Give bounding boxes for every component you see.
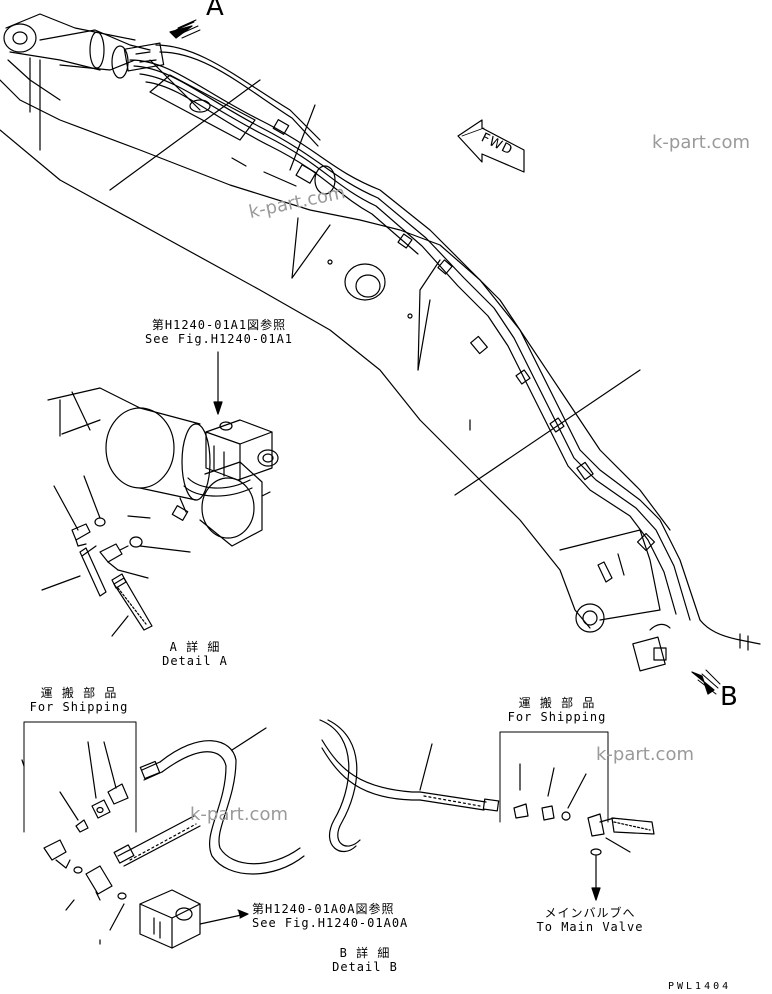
detail-a-drawing bbox=[41, 351, 279, 637]
fwd-arrow-icon bbox=[457, 119, 525, 173]
view-arrow-b bbox=[691, 669, 721, 695]
shipping-jp: 運 搬 部 品 bbox=[518, 696, 596, 710]
shipping-en: For Shipping bbox=[507, 710, 607, 724]
reference-jp: 第H1240-01A1図参照 bbox=[151, 318, 287, 332]
detail-caption-en: Detail A bbox=[162, 654, 228, 668]
detail-b-drawing bbox=[21, 719, 655, 949]
main-valve-label: メインバルブへ To Main Valve bbox=[530, 906, 650, 934]
reference-en: See Fig.H1240-01A1 bbox=[144, 332, 294, 346]
detail-a-fittings bbox=[71, 517, 153, 631]
detail-caption-jp: B 詳 細 bbox=[339, 946, 391, 960]
reference-en: See Fig.H1240-01A0A bbox=[252, 916, 409, 930]
view-letter-b: B bbox=[720, 682, 738, 712]
detail-caption-jp: A 詳 細 bbox=[169, 640, 221, 654]
drawing-code: PWL1404 bbox=[668, 981, 732, 992]
view-letter-a: A bbox=[206, 0, 224, 22]
shipping-en: For Shipping bbox=[29, 700, 129, 714]
main-valve-jp: メインバルブへ bbox=[544, 906, 636, 920]
shipping-label-left: 運 搬 部 品 For Shipping bbox=[22, 686, 136, 714]
shipping-label-right: 運 搬 部 品 For Shipping bbox=[500, 696, 614, 724]
detail-a-reference: 第H1240-01A1図参照 See Fig.H1240-01A1 bbox=[136, 318, 302, 346]
detail-caption-en: Detail B bbox=[332, 960, 398, 974]
detail-a-caption: A 詳 細 Detail A bbox=[150, 640, 240, 668]
watermark: k-part.com bbox=[596, 744, 694, 765]
view-arrow-a bbox=[169, 19, 201, 39]
detail-b-reference: 第H1240-01A0A図参照 See Fig.H1240-01A0A bbox=[252, 902, 408, 930]
boom-assembly bbox=[0, 13, 761, 672]
watermark: k-part.com bbox=[652, 132, 750, 153]
detail-b-caption: B 詳 細 Detail B bbox=[320, 946, 410, 974]
reference-jp: 第H1240-01A0A図参照 bbox=[252, 902, 395, 916]
watermark: k-part.com bbox=[190, 804, 288, 825]
shipping-jp: 運 搬 部 品 bbox=[40, 686, 118, 700]
main-valve-en: To Main Valve bbox=[536, 920, 644, 934]
